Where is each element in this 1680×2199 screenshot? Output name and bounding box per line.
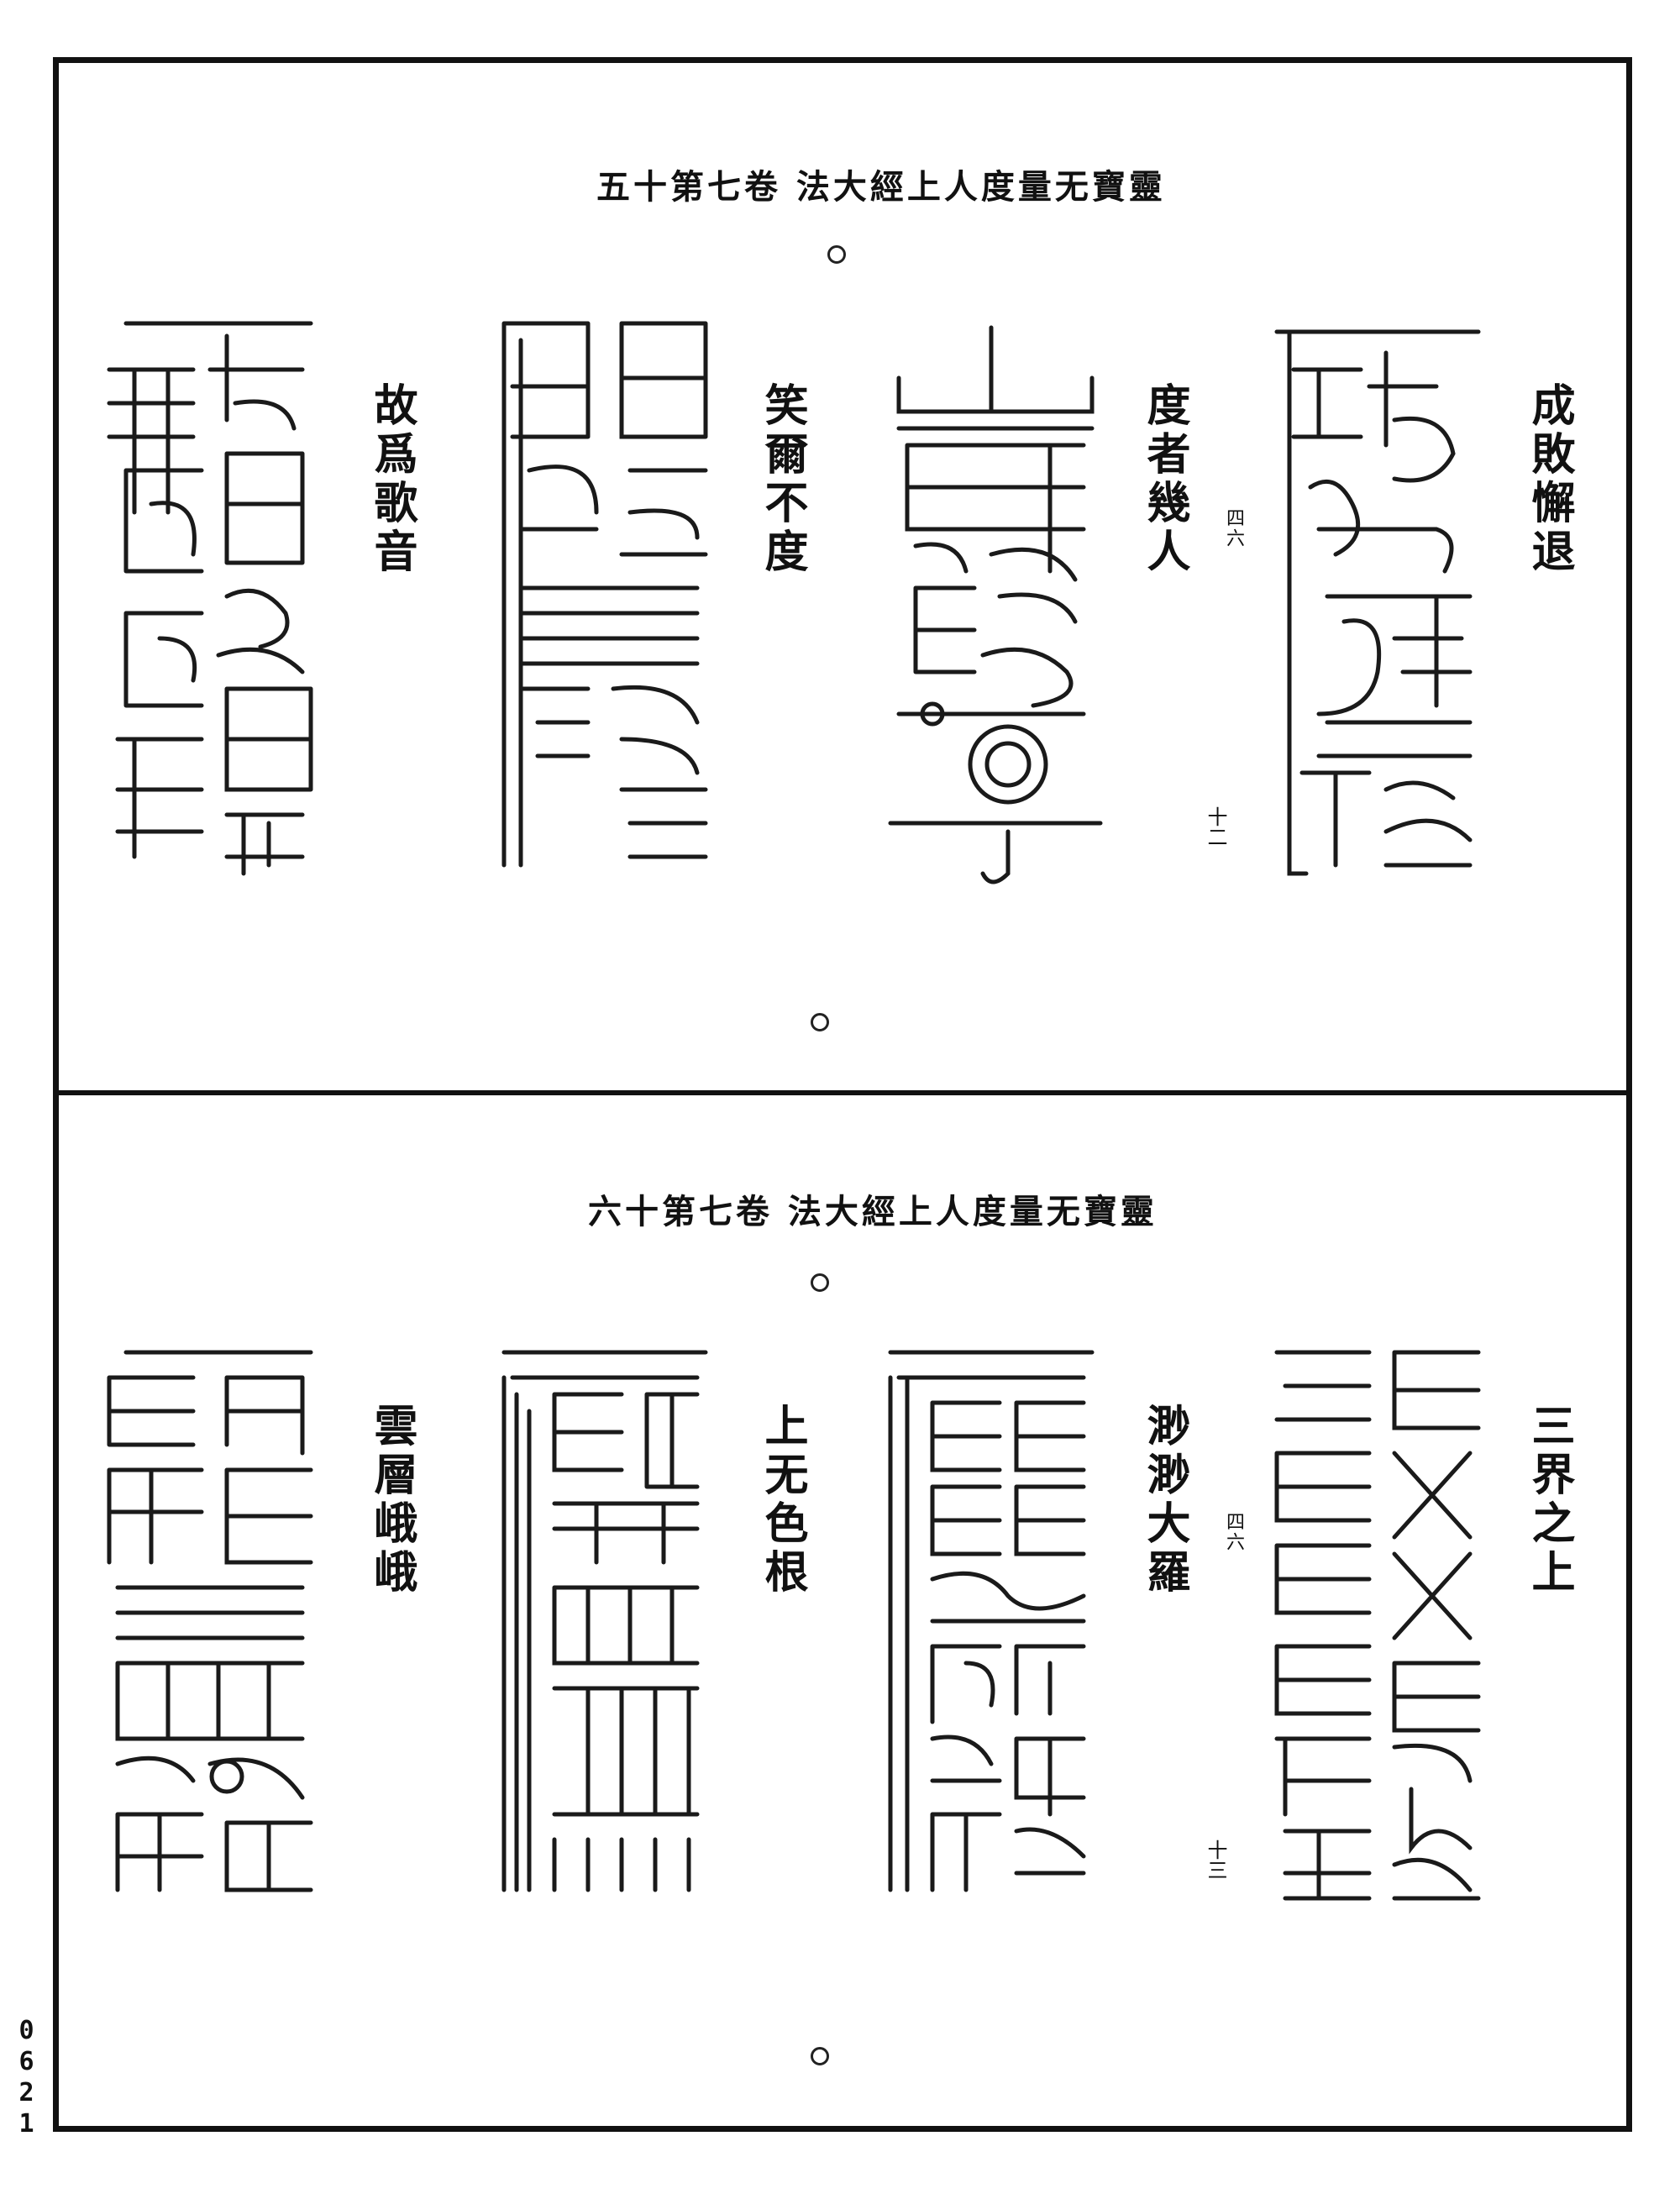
talisman-seal-icon <box>107 1350 313 1892</box>
section-header-top: 靈寶无量度人上經大法 卷七第十五 <box>596 167 1166 207</box>
side-page-number: 0621 <box>12 2016 41 2140</box>
phrase-3: 笑爾不度 <box>757 382 808 577</box>
section-divider <box>53 1090 1632 1095</box>
phrase-4: 故爲歌音 <box>366 382 417 577</box>
talisman-seal-icon <box>888 325 1103 884</box>
talisman-seal-icon <box>107 321 313 876</box>
phrase-1: 成敗懈退 <box>1524 382 1575 577</box>
talisman-seal-icon <box>501 321 708 868</box>
phrase-note: 四六 <box>1223 1512 1244 1552</box>
talisman-seal-icon <box>1274 329 1481 876</box>
binding-hole <box>827 245 846 264</box>
binding-hole <box>811 1273 829 1292</box>
binding-hole <box>811 2047 829 2065</box>
phrase-note: 四六 <box>1223 508 1244 548</box>
phrase-6: 渺渺大羅 <box>1139 1403 1190 1598</box>
phrase-7: 上无色根 <box>757 1403 808 1598</box>
phrase-5: 三界之上 <box>1524 1403 1575 1598</box>
talisman-seal-icon <box>888 1350 1095 1892</box>
section-header-bottom: 靈寶无量度人上經大法 卷七第十六 <box>588 1192 1158 1231</box>
phrase-2: 度者幾人 <box>1139 382 1190 577</box>
talisman-seal-icon <box>1274 1350 1481 1901</box>
phrase-8: 雲層峨峨 <box>366 1403 417 1598</box>
binding-hole <box>811 1013 829 1031</box>
talisman-seal-icon <box>501 1350 708 1892</box>
page-number: 十三 <box>1204 1839 1227 1880</box>
page-number: 十二 <box>1204 806 1227 847</box>
